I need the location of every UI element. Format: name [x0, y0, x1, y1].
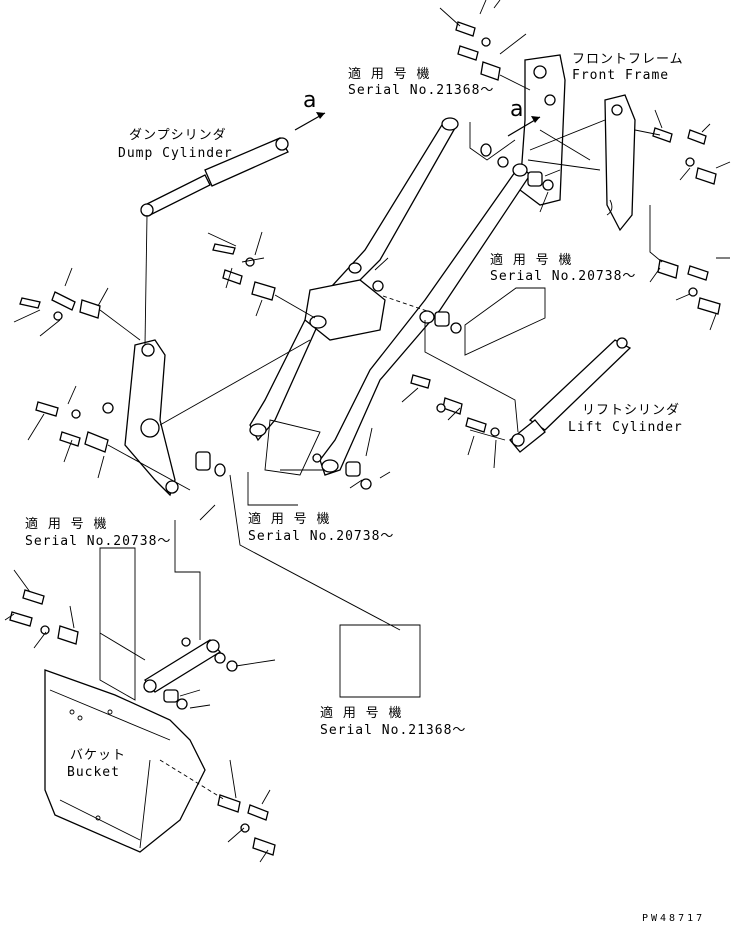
serial-note-left-serial: Serial No.20738～	[25, 534, 172, 549]
lift-cylinder-label-en: Lift Cylinder	[568, 420, 683, 435]
serial-note-right-jp: 適 用 号 機	[490, 253, 573, 268]
serial-note-middle-serial: Serial No.20738～	[248, 529, 395, 544]
front-frame-label-jp: フロントフレーム	[572, 52, 684, 67]
lift-cylinder-label-jp: リフトシリンダ	[582, 403, 681, 418]
serial-note-top-jp: 適 用 号 機	[348, 67, 431, 82]
view-marker-a1: a	[303, 88, 317, 113]
serial-note-top-serial: Serial No.21368～	[348, 83, 495, 98]
bucket-link	[143, 639, 221, 693]
front-frame	[519, 54, 636, 232]
lift-cylinder	[509, 337, 632, 453]
dump-cylinder-label-en: Dump Cylinder	[118, 146, 233, 161]
dump-cylinder	[140, 137, 289, 217]
serial-note-left-jp: 適 用 号 機	[25, 517, 108, 532]
serial-note-bottom-jp: 適 用 号 機	[320, 706, 403, 721]
drawing-id: PW48717	[642, 913, 706, 924]
leader-lines	[4, 0, 731, 863]
serial-note-right-serial: Serial No.20738～	[490, 269, 637, 284]
view-marker-a2: a	[510, 97, 524, 122]
serial-note-middle-jp: 適 用 号 機	[248, 512, 331, 527]
bell-crank	[124, 339, 179, 497]
small-parts	[9, 21, 721, 856]
dump-cylinder-label-jp: ダンプシリンダ	[129, 128, 227, 143]
lift-arm	[249, 117, 531, 476]
bucket-label-jp: バケット	[70, 748, 127, 763]
view-arrows	[294, 112, 541, 137]
serial-note-bottom-serial: Serial No.21368～	[320, 723, 467, 738]
bucket-label-en: Bucket	[67, 765, 120, 780]
bucket	[44, 669, 206, 853]
front-frame-label-en: Front Frame	[572, 68, 670, 83]
